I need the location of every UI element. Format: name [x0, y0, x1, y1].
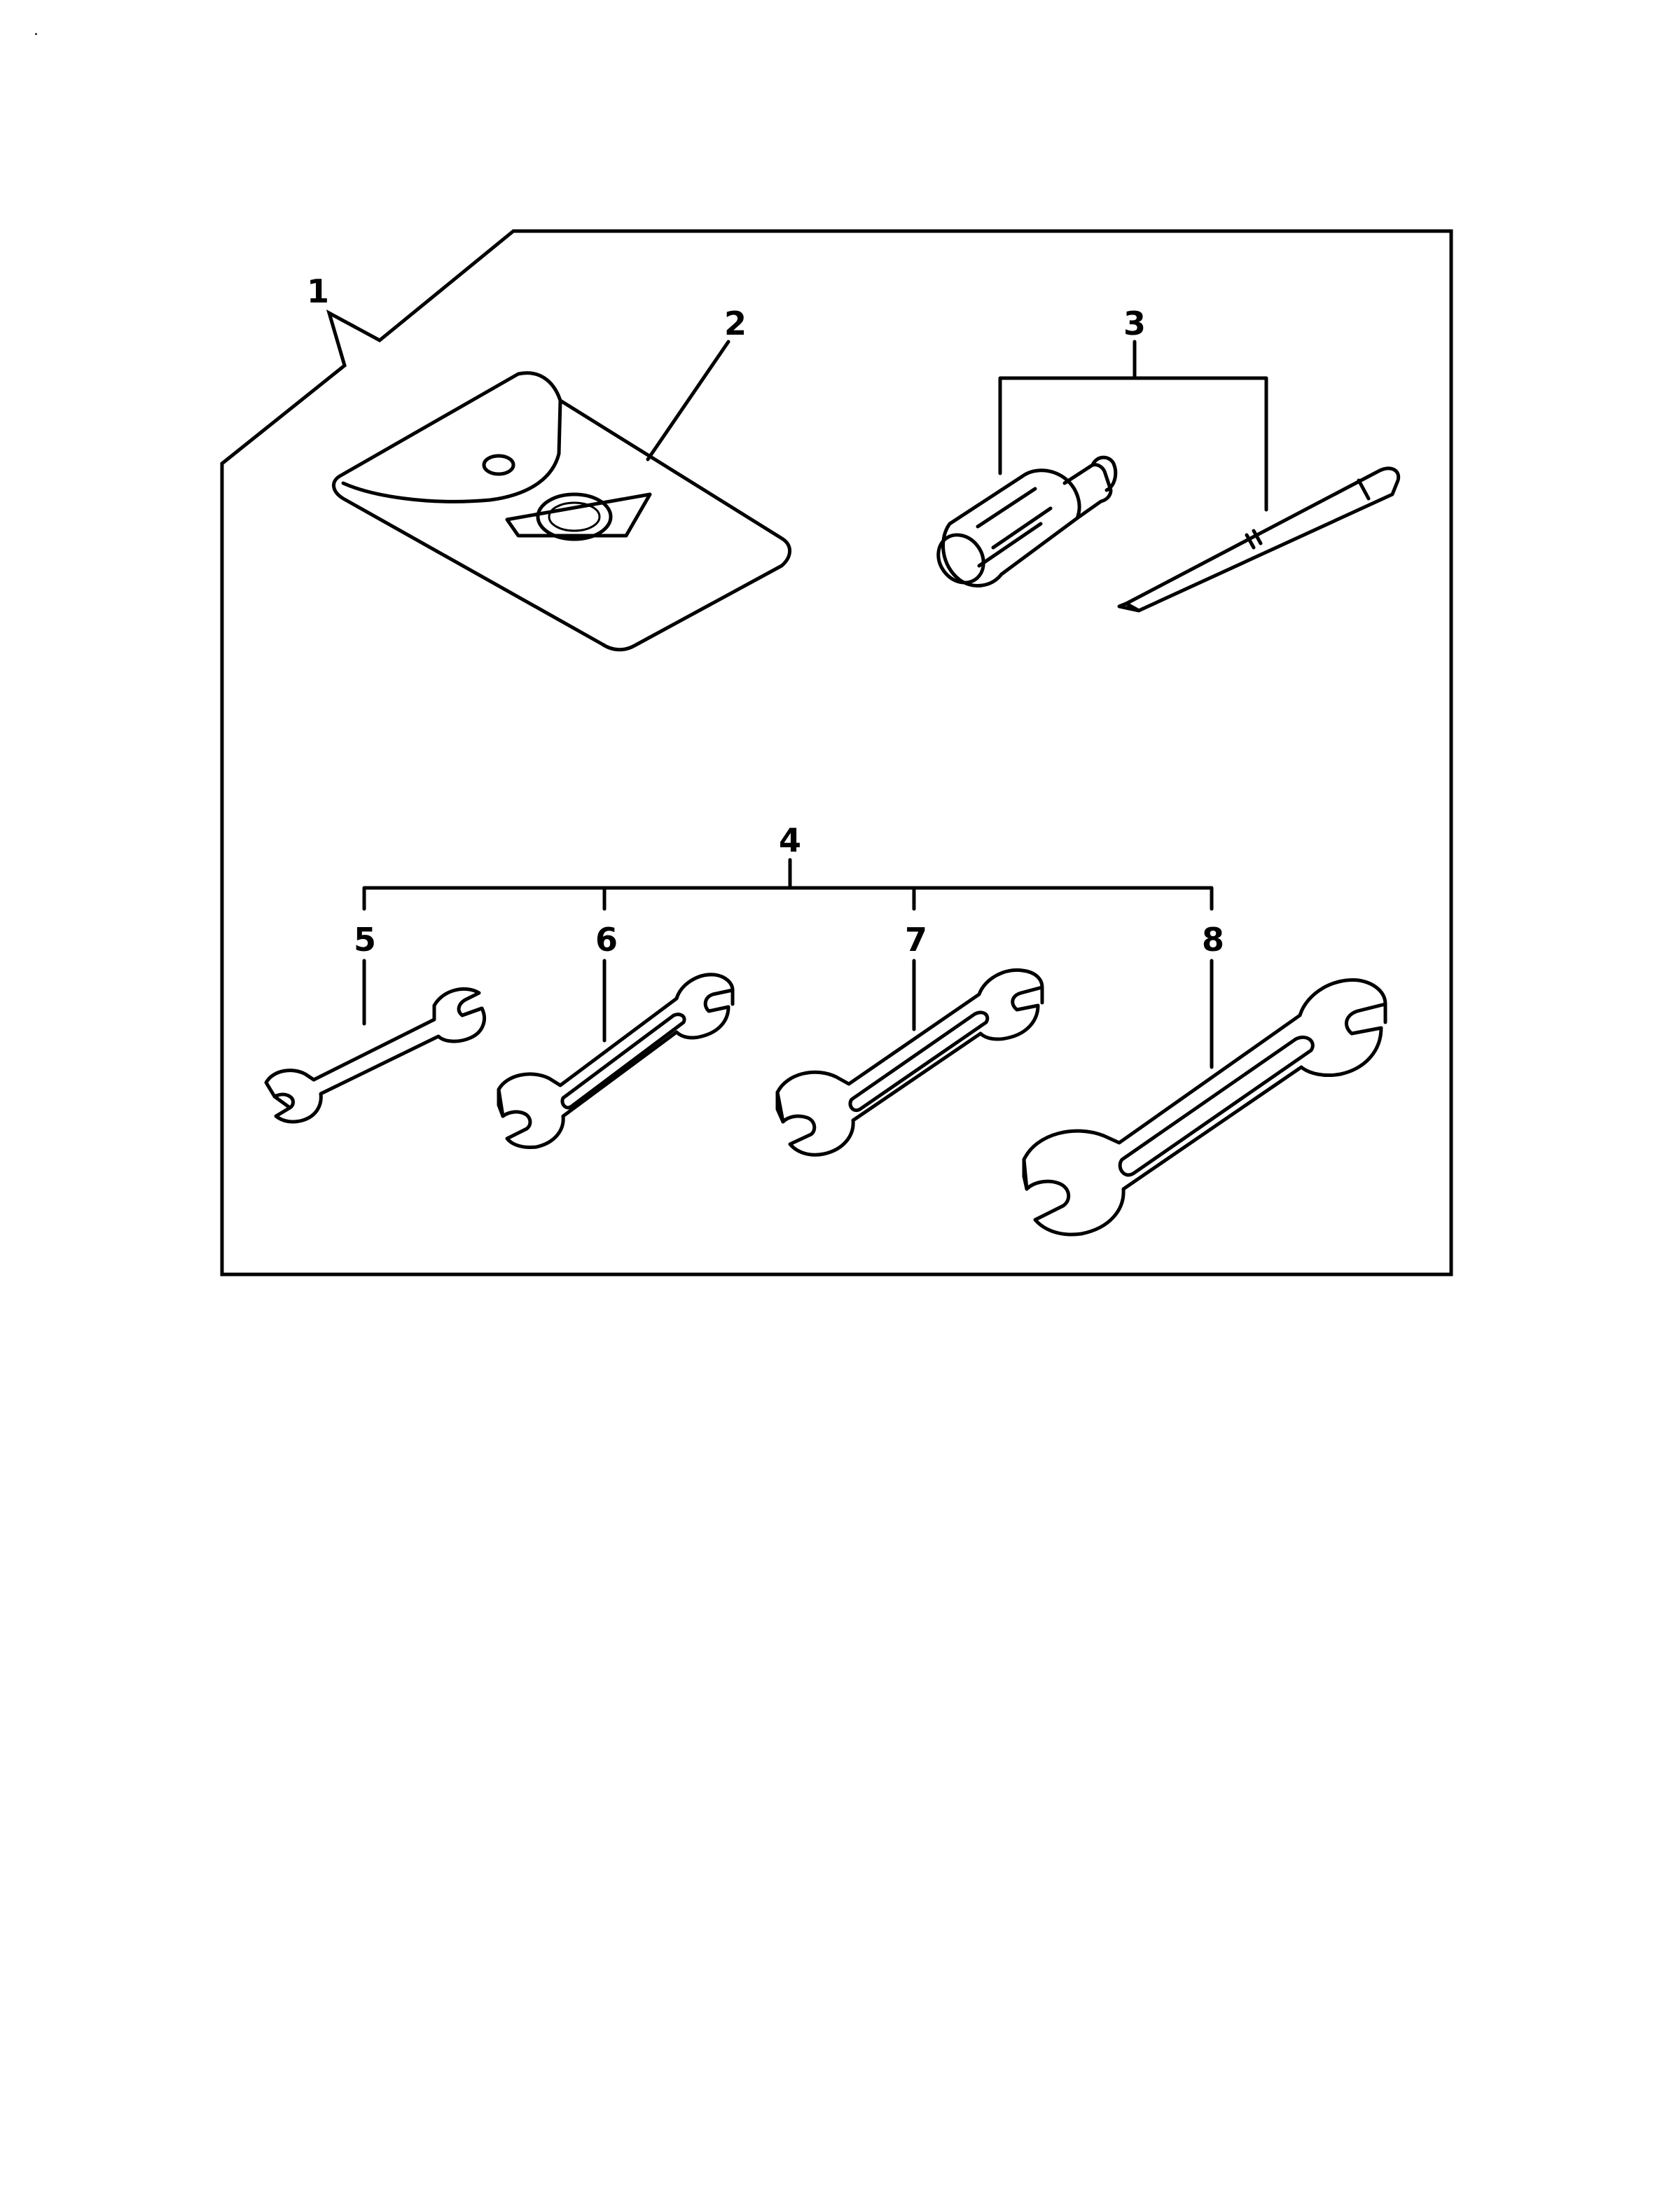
leader-line-2: [646, 340, 730, 461]
callout-3: 3: [1123, 305, 1146, 342]
callout-5: 5: [354, 921, 376, 959]
tool-pouch-illustration: [332, 371, 791, 652]
bracket-4: [362, 858, 1214, 911]
wrench-7-illustration: [775, 968, 1044, 1157]
callout-4: 4: [779, 821, 801, 859]
wrench-8-illustration: [1022, 978, 1387, 1237]
callout-6: 6: [595, 921, 618, 959]
corner-mark: .: [34, 22, 39, 39]
wrench-6-illustration: [497, 973, 735, 1149]
screwdriver-blade-illustration: [1117, 466, 1401, 613]
callout-2: 2: [724, 305, 747, 342]
callout-7: 7: [905, 921, 927, 959]
bracket-3: [998, 340, 1268, 512]
kit-frame: [220, 229, 1453, 1277]
wrench-5-illustration: [264, 987, 486, 1124]
screwdriver-handle-illustration: [936, 455, 1118, 587]
callout-1: 1: [307, 272, 329, 310]
callout-8: 8: [1202, 921, 1224, 959]
